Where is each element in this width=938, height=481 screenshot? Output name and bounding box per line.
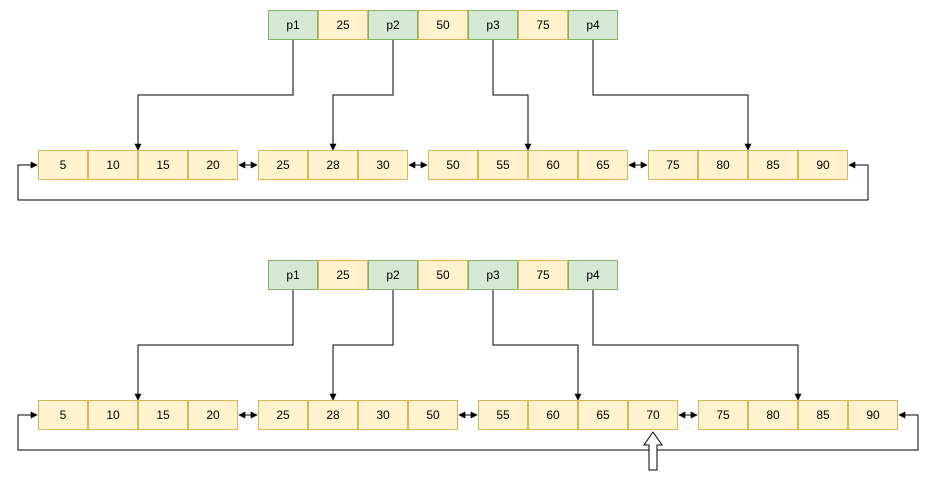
leaf-key-cell: 60 bbox=[528, 400, 578, 430]
pointer-connector bbox=[492, 40, 532, 151]
leaf-key-cell: 65 bbox=[578, 400, 628, 430]
pointer-connector bbox=[492, 290, 582, 401]
root-key-cell: 75 bbox=[518, 10, 568, 40]
root-pointer-cell: p2 bbox=[368, 260, 418, 290]
leaf-key-cell: 85 bbox=[798, 400, 848, 430]
root-key-cell: 50 bbox=[418, 10, 468, 40]
leaf-key-cell: 55 bbox=[478, 150, 528, 180]
leaf-key-cell: 15 bbox=[138, 400, 188, 430]
leaf-key-cell: 65 bbox=[578, 150, 628, 180]
leaf-key-cell: 50 bbox=[408, 400, 458, 430]
root-pointer-cell: p2 bbox=[368, 10, 418, 40]
leaf-key-cell: 75 bbox=[698, 400, 748, 430]
leaf-key-cell: 10 bbox=[88, 150, 138, 180]
root-pointer-cell: p4 bbox=[568, 10, 618, 40]
pointer-connector bbox=[592, 40, 752, 151]
leaf-key-cell: 30 bbox=[358, 150, 408, 180]
insertion-arrow-icon bbox=[643, 431, 663, 471]
leaf-key-cell: 80 bbox=[748, 400, 798, 430]
leaf-key-cell: 20 bbox=[188, 400, 238, 430]
pointer-connector bbox=[329, 290, 394, 401]
leaf-key-cell: 25 bbox=[258, 150, 308, 180]
pointer-connector bbox=[134, 40, 294, 151]
root-pointer-cell: p4 bbox=[568, 260, 618, 290]
leaf-key-cell: 90 bbox=[798, 150, 848, 180]
root-key-cell: 75 bbox=[518, 260, 568, 290]
leaf-key-cell: 5 bbox=[38, 150, 88, 180]
root-key-cell: 25 bbox=[318, 10, 368, 40]
root-key-cell: 25 bbox=[318, 260, 368, 290]
leaf-key-cell: 28 bbox=[308, 150, 358, 180]
leaf-key-cell: 30 bbox=[358, 400, 408, 430]
root-key-cell: 50 bbox=[418, 260, 468, 290]
leaf-key-cell: 90 bbox=[848, 400, 898, 430]
leaf-key-cell: 25 bbox=[258, 400, 308, 430]
leaf-key-cell: 75 bbox=[648, 150, 698, 180]
root-pointer-cell: p3 bbox=[468, 260, 518, 290]
leaf-key-cell: 80 bbox=[698, 150, 748, 180]
root-pointer-cell: p3 bbox=[468, 10, 518, 40]
leaf-key-cell: 50 bbox=[428, 150, 478, 180]
leaf-key-cell: 20 bbox=[188, 150, 238, 180]
leaf-key-cell: 5 bbox=[38, 400, 88, 430]
leaf-key-cell: 10 bbox=[88, 400, 138, 430]
leaf-key-cell: 28 bbox=[308, 400, 358, 430]
wraparound-link bbox=[17, 161, 869, 201]
leaf-key-cell: 55 bbox=[478, 400, 528, 430]
leaf-key-cell: 60 bbox=[528, 150, 578, 180]
wraparound-link bbox=[17, 411, 919, 451]
leaf-key-cell: 70 bbox=[628, 400, 678, 430]
leaf-key-cell: 85 bbox=[748, 150, 798, 180]
pointer-connector bbox=[134, 290, 294, 401]
pointer-connector bbox=[592, 290, 802, 401]
root-pointer-cell: p1 bbox=[268, 260, 318, 290]
pointer-connector bbox=[329, 40, 394, 151]
root-pointer-cell: p1 bbox=[268, 10, 318, 40]
leaf-key-cell: 15 bbox=[138, 150, 188, 180]
